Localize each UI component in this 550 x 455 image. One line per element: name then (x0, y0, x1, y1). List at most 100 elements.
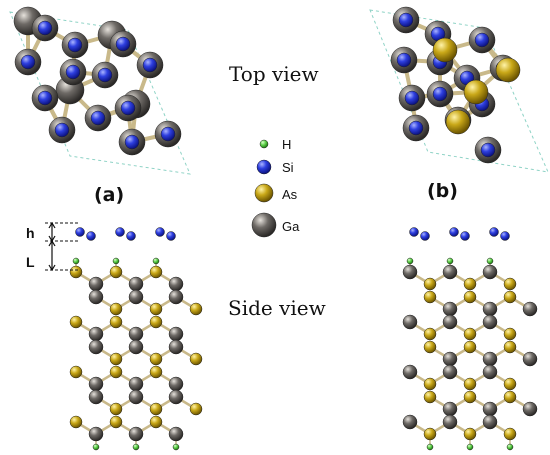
as-atom-side-b (463, 290, 477, 304)
ga-atom-side-b (442, 351, 458, 367)
as-atom-side-a (189, 352, 203, 366)
h-atom-side-b (446, 257, 454, 265)
as-atom-side-b (423, 340, 437, 354)
ga-atom-side-b (442, 401, 458, 417)
ga-atom-side-b (482, 264, 498, 280)
legend-label-as: As (282, 187, 298, 202)
as-atom-side-b (423, 427, 437, 441)
ga-atom-side-b (482, 414, 498, 430)
as-atom-side-a (109, 352, 123, 366)
as-atom-side-a (69, 315, 83, 329)
si-atom-side-a (166, 231, 176, 241)
si-atom-top-a (37, 90, 53, 106)
ga-atom-side-b (402, 264, 418, 280)
as-atom-side-b (503, 390, 517, 404)
as-atom-side-b (463, 427, 477, 441)
legend-label-ga: Ga (282, 219, 300, 234)
ga-atom-side-a (128, 289, 144, 305)
ga-atom-side-b (482, 364, 498, 380)
si-atom-top-a (115, 36, 131, 52)
as-atom-side-b (503, 377, 517, 391)
as-atom-side-a (149, 352, 163, 366)
ga-atom-side-a (128, 339, 144, 355)
as-atom-side-a (109, 365, 123, 379)
top-view-title: Top view (229, 62, 319, 86)
si-atom-side-b (449, 227, 459, 237)
as-atom-side-a (109, 315, 123, 329)
as-atom-side-a (109, 402, 123, 416)
si-atom-top-b (396, 52, 412, 68)
as-atom-side-b (463, 340, 477, 354)
si-atom-top-b (474, 32, 490, 48)
as-atom-side-a (149, 365, 163, 379)
h-atom-side-b (506, 443, 514, 451)
ga-atom-side-a (168, 426, 184, 442)
si-atom-top-b (404, 90, 420, 106)
si-atom-top-a (142, 57, 158, 73)
ga-atom-side-a (128, 276, 144, 292)
si-atom-side-a (86, 231, 96, 241)
si-atom-side-a (115, 227, 125, 237)
unit-cell-outline-a (9, 11, 191, 175)
as-atom-side-b (463, 327, 477, 341)
si-atom-top-a (90, 110, 106, 126)
si-atom-top-a (67, 37, 83, 53)
si-atom-side-a (126, 231, 136, 241)
legend-label-h: H (282, 137, 292, 152)
ga-atom-side-a (168, 289, 184, 305)
dimension-L-arrow-head-top (48, 239, 56, 247)
ga-atom-side-b (442, 264, 458, 280)
as-atom-side-b (423, 390, 437, 404)
si-atom-top-a (37, 20, 53, 36)
ga-atom-side-a (128, 389, 144, 405)
as-atom-top-b (432, 37, 458, 63)
si-atom-side-b (409, 227, 419, 237)
h-atom-side-a (92, 443, 100, 451)
dimension-L-arrow-head-bottom (48, 264, 56, 272)
si-atom-top-a (54, 122, 70, 138)
h-atom-side-a (132, 443, 140, 451)
h-atom-side-b (426, 443, 434, 451)
ga-atom-side-b (522, 401, 538, 417)
as-atom-side-a (109, 415, 123, 429)
ga-atom-side-a (88, 426, 104, 442)
ga-atom-side-b (402, 314, 418, 330)
si-atom-side-a (155, 227, 165, 237)
si-atom-side-a (75, 227, 85, 237)
dimension-h-arrow-head-top (48, 221, 56, 229)
panel-a-label: (a) (94, 184, 125, 206)
as-atom-side-a (149, 315, 163, 329)
as-atom-side-b (423, 290, 437, 304)
si-atom-side-b (460, 231, 470, 241)
ga-atom-side-a (88, 276, 104, 292)
as-atom-side-a (69, 415, 83, 429)
as-atom-side-b (503, 277, 517, 291)
dimension-L-label: L (26, 254, 35, 270)
ga-atom-side-a (168, 389, 184, 405)
ga-atom-side-b (442, 414, 458, 430)
si-atom-top-a (120, 100, 136, 116)
as-atom-top-b (445, 109, 471, 135)
h-atom-side-a (152, 257, 160, 265)
ga-atom-side-b (442, 301, 458, 317)
ga-atom-side-b (402, 364, 418, 380)
as-atom-side-a (109, 302, 123, 316)
ga-atom-side-a (128, 426, 144, 442)
h-atom-side-a (72, 257, 80, 265)
as-atom-side-a (149, 302, 163, 316)
ga-atom-side-a (88, 339, 104, 355)
ga-atom-side-b (482, 301, 498, 317)
as-atom-side-a (69, 365, 83, 379)
si-atom-top-b (480, 142, 496, 158)
si-atom-top-a (97, 67, 113, 83)
si-atom-top-a (160, 126, 176, 142)
h-atom-side-a (112, 257, 120, 265)
hydrogen-atom-icon (259, 139, 269, 149)
si-atom-top-b (432, 86, 448, 102)
ga-atom-side-b (482, 401, 498, 417)
si-atom-top-b (398, 12, 414, 28)
si-atom-side-b (500, 231, 510, 241)
ga-atom-side-a (168, 339, 184, 355)
si-atom-side-b (489, 227, 499, 237)
